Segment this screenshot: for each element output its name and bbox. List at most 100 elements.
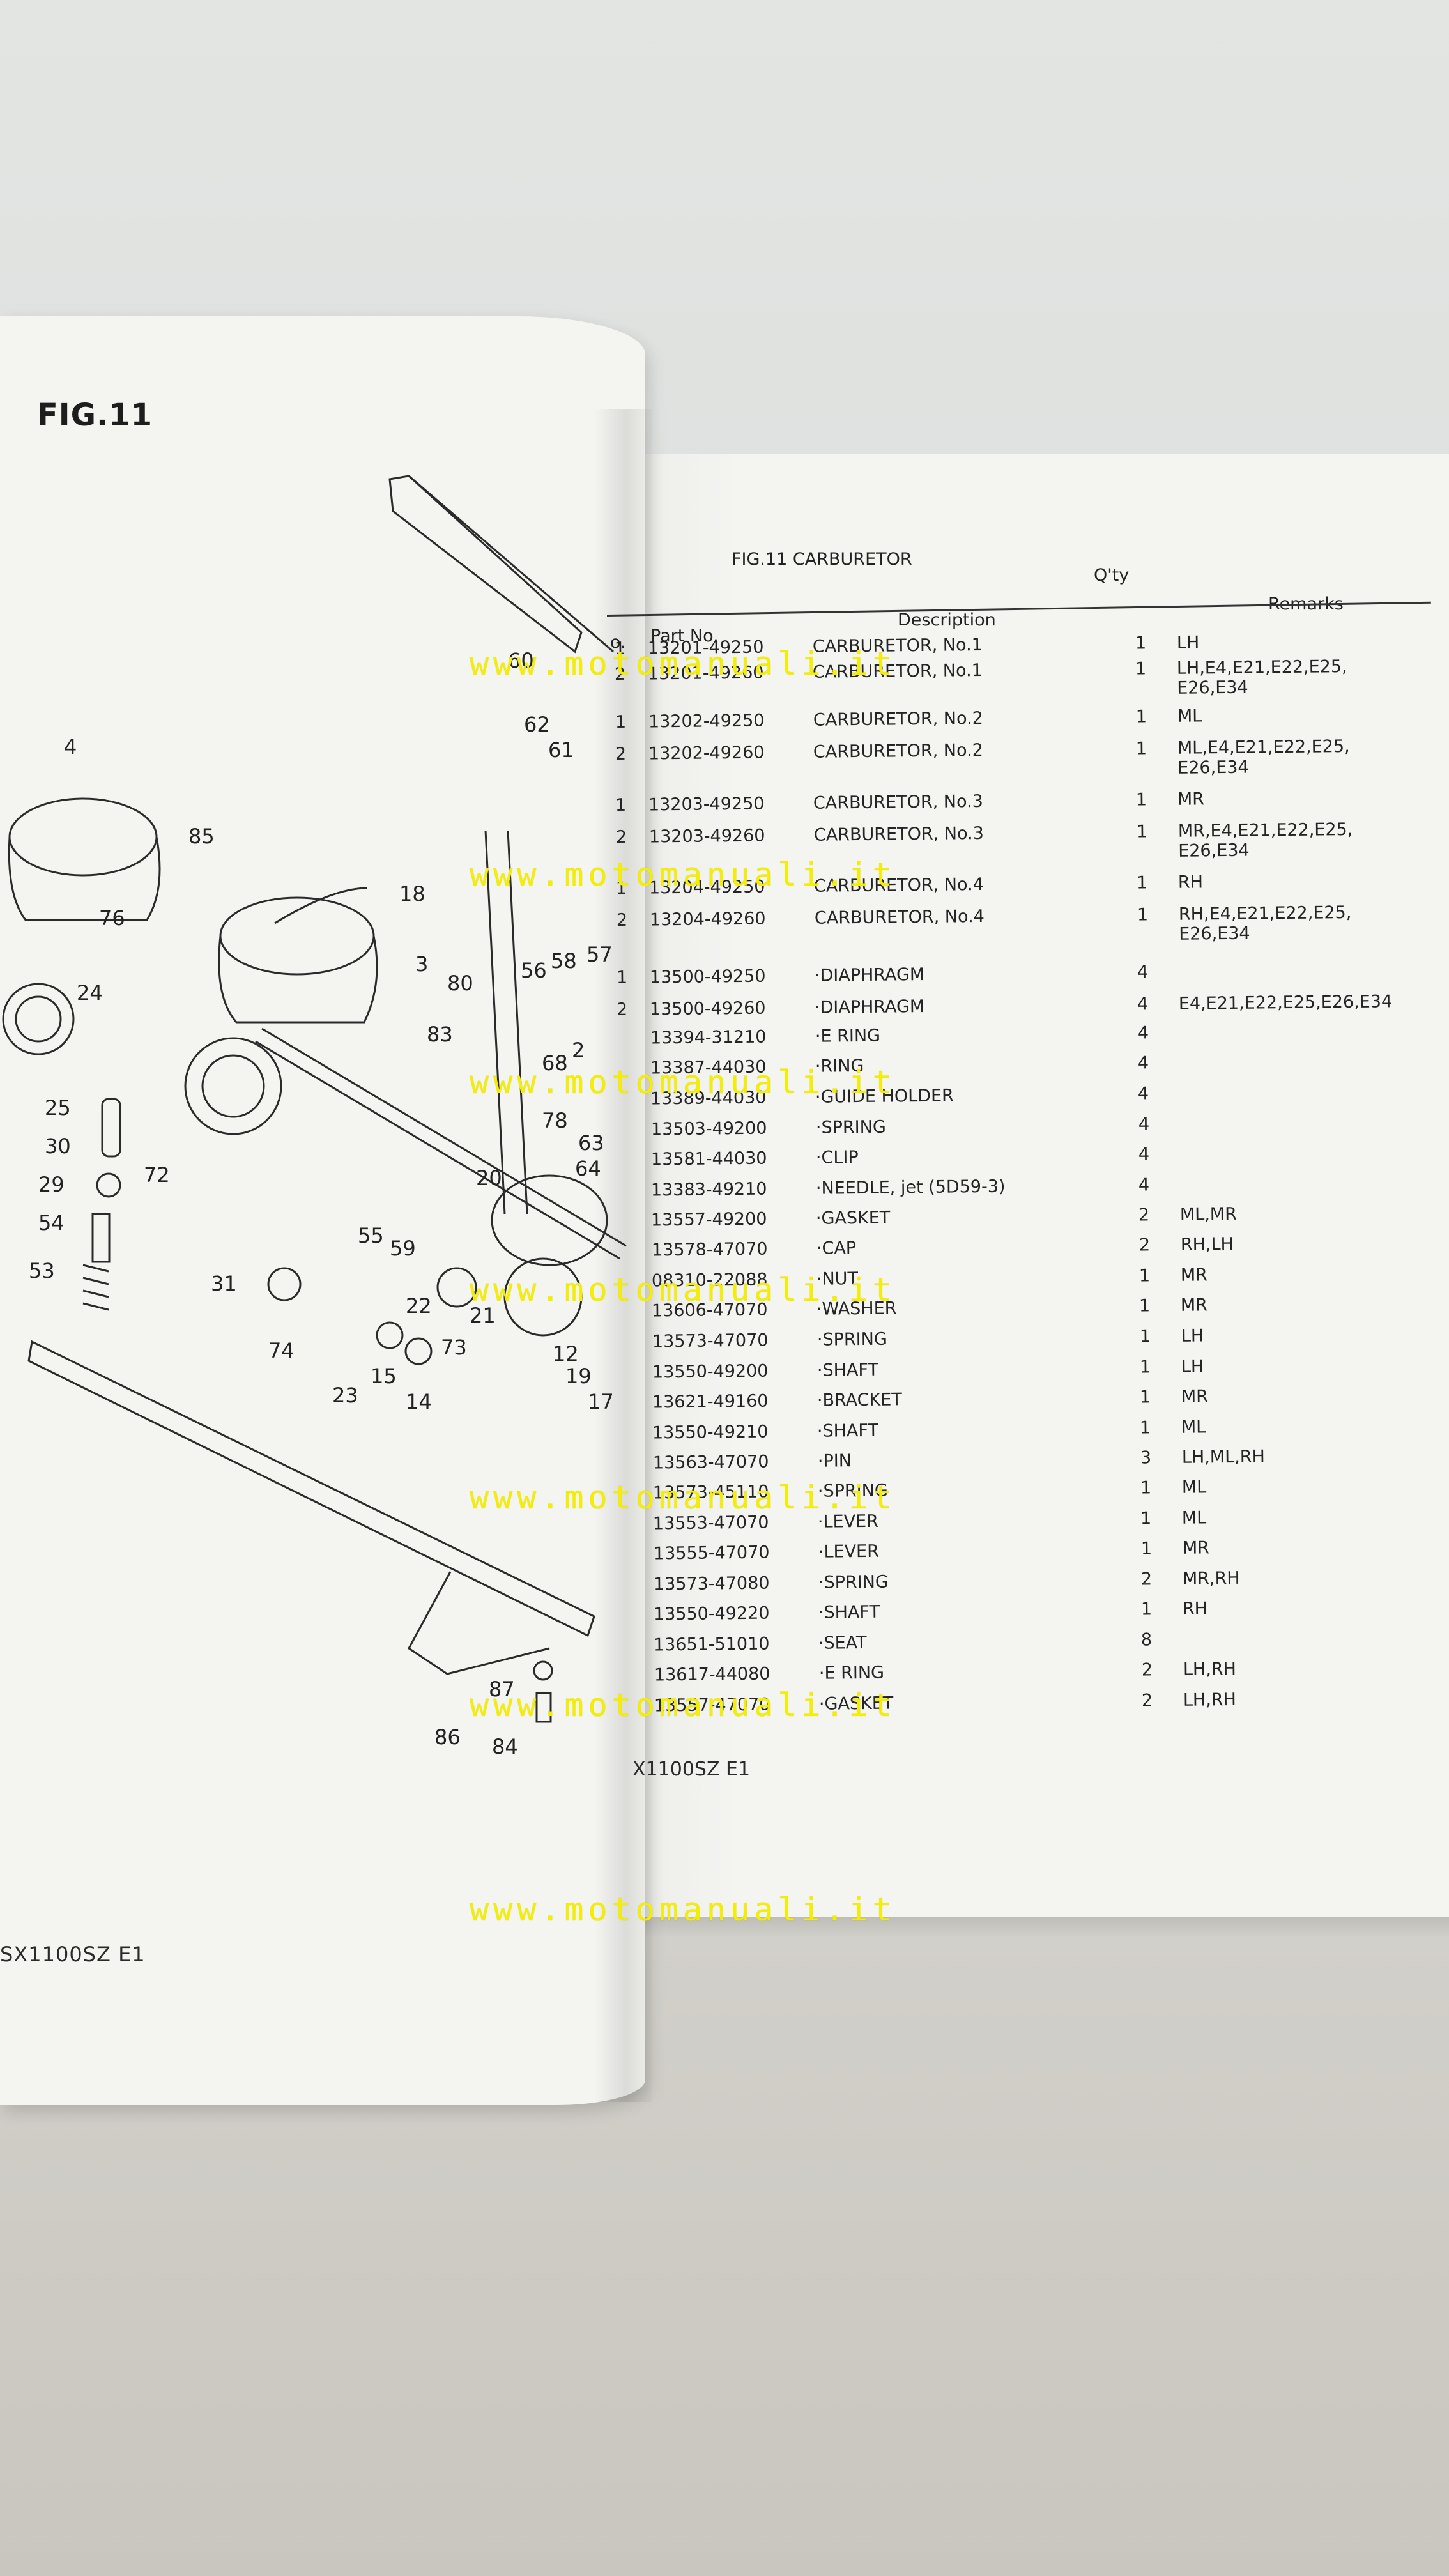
svg-text:64: 64 — [575, 1156, 601, 1181]
row-part-number: 13203-49250 — [648, 793, 765, 815]
left-page-footer: SX1100SZ E1 — [0, 1942, 146, 1966]
row-ref: 2 — [615, 827, 627, 847]
row-qty: 1 — [1139, 1418, 1151, 1438]
row-part-number: 13500-49250 — [649, 966, 766, 988]
row-remarks: LH,RH — [1183, 1659, 1237, 1680]
row-part-number: 13573-47080 — [653, 1573, 770, 1595]
svg-text:59: 59 — [390, 1236, 416, 1261]
svg-text:68: 68 — [542, 1051, 568, 1075]
row-description: ·LEVER — [818, 1541, 880, 1562]
figure-title: FIG.11 — [37, 397, 153, 433]
row-part-number: 13383-49210 — [650, 1179, 767, 1200]
row-qty: 4 — [1137, 994, 1149, 1015]
row-remarks: LH — [1181, 1326, 1204, 1346]
row-remarks-line1: RH,E4,E21,E22,E25, — [1178, 902, 1352, 924]
row-part-number: 13651-51010 — [653, 1634, 770, 1655]
watermark-6: www.motomanuali.it — [470, 1687, 896, 1724]
row-remarks-line1: MR,E4,E21,E22,E25, — [1177, 819, 1353, 841]
watermark-3: www.motomanuali.it — [470, 1064, 896, 1101]
row-qty: 1 — [1139, 1357, 1151, 1377]
svg-text:30: 30 — [45, 1134, 71, 1158]
ref-header: o. — [610, 632, 626, 652]
row-description: ·DIAPHRAGM — [814, 964, 925, 986]
svg-text:2: 2 — [572, 1038, 585, 1062]
row-remarks: ML — [1181, 1477, 1207, 1498]
svg-text:73: 73 — [441, 1335, 467, 1360]
svg-text:58: 58 — [551, 949, 577, 973]
row-qty: 4 — [1138, 1144, 1150, 1165]
carburetor-exploded-diagram: 4 85 76 18 3 24 80 25 30 72 29 54 53 31 … — [2, 475, 627, 1759]
right-page-footer: X1100SZ E1 — [632, 1758, 751, 1781]
row-qty: 1 — [1135, 633, 1147, 654]
row-qty: 1 — [1135, 790, 1147, 810]
row-qty: 2 — [1140, 1569, 1153, 1590]
row-description: ·SHAFT — [816, 1360, 879, 1381]
svg-text:21: 21 — [470, 1303, 496, 1328]
row-remarks: LH,RH — [1183, 1689, 1237, 1710]
row-remarks: RH — [1177, 872, 1204, 893]
svg-text:15: 15 — [371, 1364, 397, 1388]
watermark-4: www.motomanuali.it — [470, 1271, 896, 1308]
svg-text:3: 3 — [415, 952, 428, 976]
svg-text:83: 83 — [427, 1022, 453, 1046]
svg-text:76: 76 — [99, 906, 125, 930]
svg-text:56: 56 — [521, 958, 547, 983]
svg-text:17: 17 — [588, 1390, 614, 1414]
svg-text:84: 84 — [492, 1735, 518, 1759]
top-bracket-bar — [388, 475, 583, 654]
row-part-number: 13500-49260 — [649, 998, 766, 1020]
callout-4: 4 — [64, 735, 77, 759]
svg-text:53: 53 — [29, 1259, 55, 1283]
row-part-number: 13550-49200 — [652, 1361, 769, 1383]
row-remarks: E4,E21,E22,E25,E26,E34 — [1178, 992, 1393, 1014]
row-qty: 1 — [1135, 659, 1147, 679]
row-remarks: ML — [1177, 706, 1202, 726]
row-ref: 2 — [615, 744, 627, 764]
row-part-number: 13503-49200 — [650, 1118, 767, 1140]
qty-header: Q'ty — [1094, 565, 1130, 585]
row-part-number: 13617-44080 — [654, 1664, 770, 1685]
row-remarks: ML — [1181, 1508, 1207, 1528]
row-qty: 4 — [1137, 1084, 1149, 1104]
svg-text:22: 22 — [406, 1294, 432, 1318]
row-remarks-line1: LH,E4,E21,E22,E25, — [1176, 656, 1347, 678]
row-description: ·E RING — [815, 1025, 881, 1046]
svg-text:55: 55 — [358, 1223, 384, 1248]
row-qty: 1 — [1140, 1508, 1152, 1529]
part-no-header: Part No. — [650, 626, 719, 646]
row-qty: 1 — [1137, 905, 1149, 925]
row-qty: 1 — [1139, 1387, 1151, 1407]
row-qty: 4 — [1137, 1053, 1149, 1073]
watermark-5: www.motomanuali.it — [470, 1479, 896, 1516]
row-remarks: RH — [1182, 1598, 1208, 1619]
svg-text:60: 60 — [508, 648, 534, 673]
row-remarks: ML,E4,E21,E22,E25,E26,E34 — [1177, 737, 1350, 778]
svg-text:72: 72 — [144, 1163, 170, 1187]
row-remarks: ML — [1181, 1417, 1206, 1438]
description-header: Description — [898, 610, 996, 630]
row-qty: 2 — [1141, 1690, 1153, 1711]
svg-text:24: 24 — [77, 981, 103, 1005]
row-qty: 1 — [1140, 1478, 1152, 1498]
row-qty: 1 — [1138, 1296, 1151, 1316]
row-remarks: MR — [1181, 1386, 1209, 1407]
row-remarks: MR — [1180, 1295, 1208, 1315]
row-ref: 1 — [615, 795, 627, 815]
row-part-number: 13204-49260 — [649, 908, 766, 930]
book-gutter — [594, 409, 652, 2102]
svg-text:25: 25 — [45, 1096, 71, 1120]
row-qty: 2 — [1141, 1660, 1153, 1680]
row-qty: 1 — [1136, 873, 1148, 893]
svg-text:85: 85 — [188, 824, 215, 848]
row-remarks: MR,RH — [1182, 1568, 1240, 1589]
row-remarks: MR,E4,E21,E22,E25,E26,E34 — [1178, 820, 1353, 861]
row-description: CARBURETOR, No.3 — [813, 823, 984, 845]
row-qty: 1 — [1135, 739, 1147, 759]
row-ref: 1 — [616, 967, 628, 988]
row-qty: 1 — [1136, 822, 1148, 842]
svg-text:61: 61 — [548, 738, 574, 762]
row-qty: 3 — [1140, 1448, 1152, 1468]
row-part-number: 13621-49160 — [652, 1391, 769, 1413]
row-ref: 1 — [615, 712, 627, 732]
svg-text:57: 57 — [586, 942, 613, 967]
